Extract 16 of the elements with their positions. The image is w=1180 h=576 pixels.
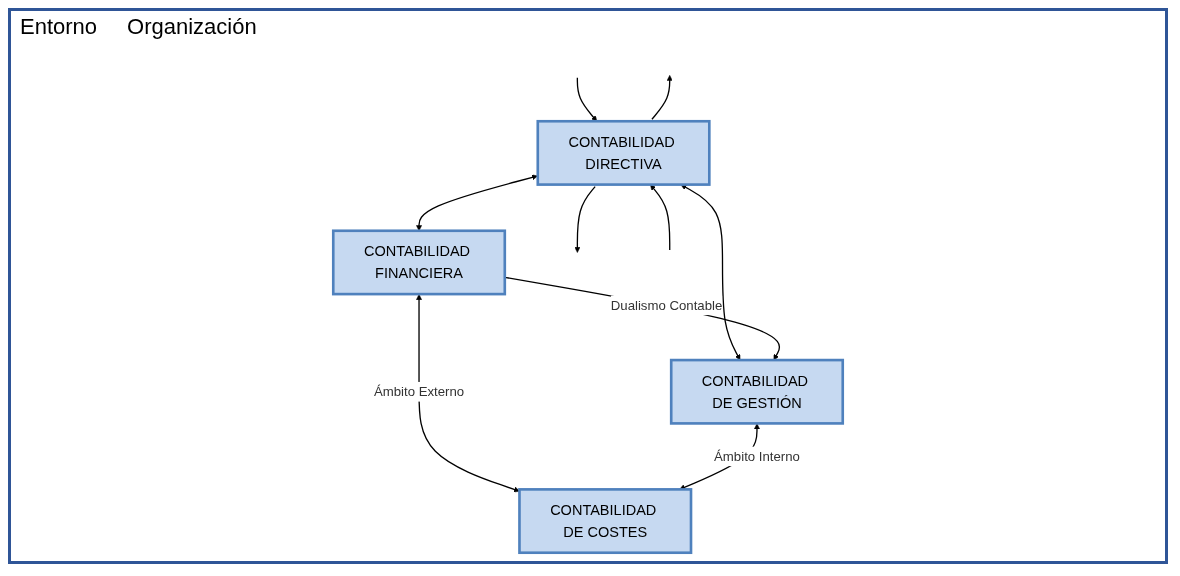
node-box: CONTABILIDAD DE GESTIÓN: [669, 358, 845, 425]
arrow: [416, 294, 520, 493]
edge-label: Ámbito Externo: [373, 384, 465, 399]
arrow: [574, 185, 596, 253]
node-box: CONTABILIDAD DE COSTES: [518, 488, 693, 555]
arrow: [504, 276, 781, 361]
flow-label: Organización: [127, 14, 257, 40]
node-box: CONTABILIDAD DIRECTIVA: [536, 119, 711, 186]
edge-label: Dualismo Contable: [610, 298, 723, 313]
arrow: [650, 184, 671, 251]
edge-label: Ámbito Interno: [714, 449, 800, 464]
node-box: CONTABILIDAD FINANCIERA: [331, 229, 507, 296]
arrow: [680, 184, 741, 361]
arrow: [576, 77, 598, 122]
arrow: [651, 75, 673, 120]
flow-label: Entorno: [20, 14, 98, 40]
